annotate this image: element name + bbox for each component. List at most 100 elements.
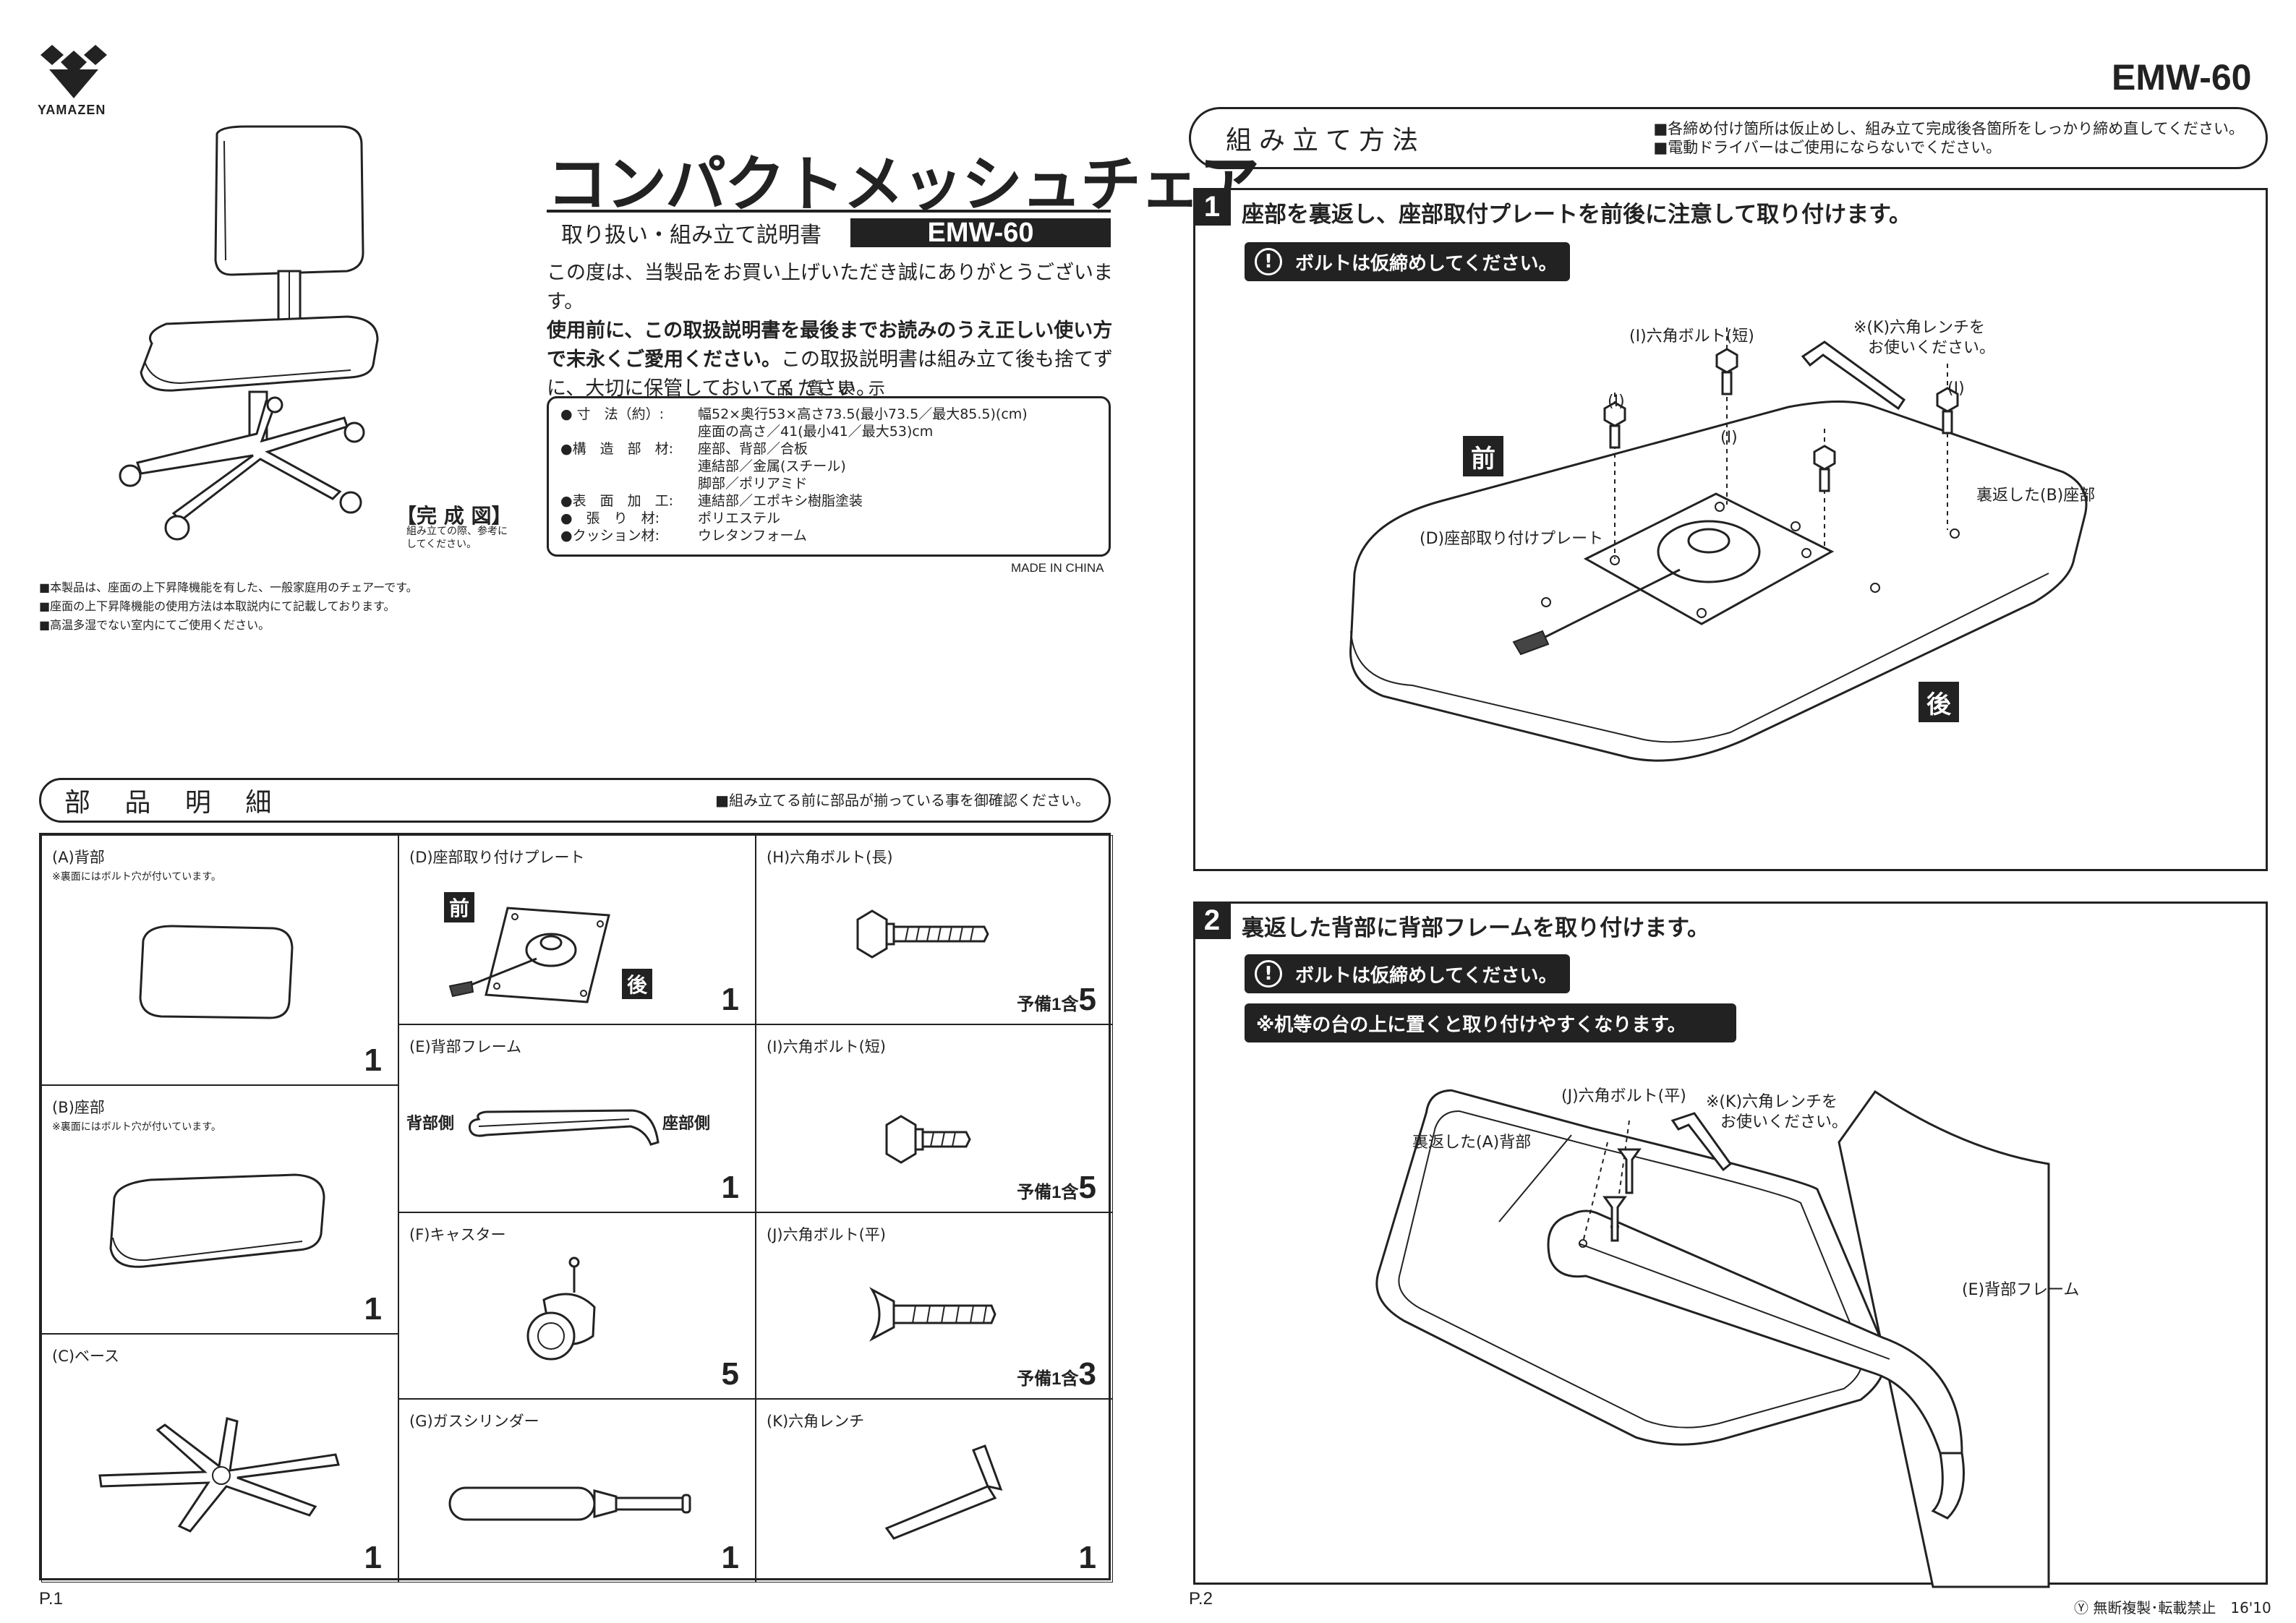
step-1-warning: ! ボルトは仮締めしてください。 — [1245, 242, 1570, 281]
quality-key — [560, 423, 698, 440]
part-qty: 5 — [721, 1356, 739, 1392]
base-icon — [98, 1417, 340, 1533]
step-1-plate-label: (D)座部取り付けプレート — [1420, 530, 1604, 548]
back-mark: 後 — [622, 969, 652, 999]
part-c-cell: (C)ベース 1 — [41, 1334, 398, 1583]
completed-chair-illustration — [119, 125, 379, 541]
assembly-title: 組み立て方法 — [1226, 126, 1426, 155]
flat-hex-bolt-icon — [869, 1287, 997, 1342]
part-name: (F)キャスター — [409, 1226, 506, 1243]
assembly-note-1: ■各締め付け箇所は仮止めし、組み立て完成後各箇所をしっかり締め直してください。 — [1653, 120, 2244, 137]
step-1-bolt-label: (I)六角ボルト(短) — [1629, 327, 1754, 346]
yamazen-logo-icon — [40, 45, 107, 98]
part-name: (H)六角ボルト(長) — [767, 849, 893, 866]
warning-icon: ! — [1255, 248, 1282, 275]
product-title: コンパクトメッシュチェア — [547, 149, 1260, 220]
step-2-wrench-label-2: お使いください。 — [1720, 1113, 1848, 1131]
front-mark: 前 — [444, 892, 474, 922]
step-1-bolts — [1603, 341, 1959, 492]
part-note: ※裏面にはボルト穴が付いています。 — [52, 871, 221, 883]
warning-icon: ! — [1255, 960, 1282, 988]
quality-value: 座部、背部／合板 — [698, 441, 808, 457]
step-2-text: 裏返した背部に背部フレームを取り付けます。 — [1242, 915, 1710, 941]
quality-value: ポリエステル — [698, 510, 781, 526]
made-in: MADE IN CHINA — [1011, 561, 1104, 575]
part-name: (D)座部取り付けプレート — [409, 849, 585, 866]
seat-icon — [109, 1173, 325, 1268]
quality-row: ● 張 り 材: ポリエステル — [560, 510, 1097, 527]
part-name: (G)ガスシリンダー — [409, 1413, 539, 1430]
assembly-note-2: ■電動ドライバーはご使用にならないでください。 — [1653, 139, 2002, 156]
step-2-box: 2 裏返した背部に背部フレームを取り付けます。 ! ボルトは仮締めしてください。… — [1193, 902, 2268, 1588]
step-2-back-illustration — [1375, 1089, 2050, 1588]
part-e-cell: (E)背部フレーム 背部側 座部側 1 — [398, 1024, 756, 1212]
part-name: (K)六角レンチ — [767, 1413, 865, 1430]
copyright: Ⓨ 無断複製･転載禁止 16'10 — [2074, 1599, 2271, 1616]
quality-row: ●クッション材:ウレタンフォーム — [560, 527, 1097, 544]
complete-label: 【完 成 図】 — [396, 504, 512, 528]
part-k-cell: (K)六角レンチ 1 — [756, 1399, 1113, 1583]
quality-value: 幅52×奥行53×高さ73.5(最小73.5／最大85.5)(cm) — [698, 406, 1028, 422]
product-subtitle: 取り扱い・組み立て説明書 — [561, 223, 821, 248]
part-qty: 1 — [364, 1291, 382, 1327]
quality-row: ●構 造 部 材: 座部、背部／合板 — [560, 440, 1097, 458]
part-qty-value: 5 — [1078, 982, 1096, 1017]
step-1-i-label-a: (I) — [1608, 393, 1625, 411]
step-2-bolt-label: (J)六角ボルト(平) — [1561, 1087, 1686, 1105]
step-1-number: 1 — [1193, 188, 1231, 226]
subtitle-model: EMW-60 — [850, 218, 1111, 248]
step-2-warning: ! ボルトは仮締めしてください。 — [1245, 954, 1570, 993]
notice-3: ■高温多湿でない室内にてご使用ください。 — [39, 618, 270, 632]
part-b-cell: (B)座部 ※裏面にはボルト穴が付いています。 1 — [41, 1085, 398, 1334]
quality-value: 連結部／エポキシ樹脂塗装 — [698, 493, 863, 509]
quality-row: ●表 面 加 工: 連結部／エポキシ樹脂塗装 — [560, 492, 1097, 510]
parts-note: ■組み立てる前に部品が揃っている事を御確認ください。 — [715, 792, 1090, 809]
assembly-header: 組み立て方法 ■各締め付け箇所は仮止めし、組み立て完成後各箇所をしっかり締め直し… — [1189, 107, 2268, 169]
warning-text: ボルトは仮締めしてください。 — [1295, 964, 1558, 987]
assembly-notes: ■各締め付け箇所は仮止めし、組み立て完成後各箇所をしっかり締め直してください。 … — [1653, 119, 2244, 157]
parts-header: 部 品 明 細 ■組み立てる前に部品が揃っている事を御確認ください。 — [39, 778, 1111, 823]
quality-key: ● 張 り 材: — [560, 510, 660, 526]
step-1-box: 1 座部を裏返し、座部取付プレートを前後に注意して取り付けます。 ! ボルトは仮… — [1193, 188, 2268, 871]
intro-text: この度は、当製品をお買い上げいただき誠にありがとうございます。 使用前に、この取… — [547, 259, 1125, 403]
part-g-cell: (G)ガスシリンダー 1 — [398, 1399, 756, 1583]
quality-value: 脚部／ポリアミド — [698, 476, 808, 492]
quality-key: ●表 面 加 工: — [560, 493, 673, 509]
quality-key: ●構 造 部 材: — [560, 441, 673, 457]
step-1-i-label-c: (I) — [1720, 429, 1738, 447]
part-qty: 予備1含5 — [1017, 1170, 1096, 1206]
part-name: (I)六角ボルト(短) — [767, 1038, 886, 1055]
quality-rows: ● 寸 法（約）: 幅52×奥行53×高さ73.5(最小73.5／最大85.5)(… — [560, 406, 1097, 544]
part-note: ※裏面にはボルト穴が付いています。 — [52, 1121, 221, 1133]
part-qty-prefix: 予備1含 — [1017, 1369, 1079, 1389]
hex-wrench-icon — [884, 1444, 1003, 1540]
quality-key: ● 寸 法（約）: — [560, 406, 665, 422]
step-2-wrench-label-1: ※(K)六角レンチを — [1706, 1093, 1838, 1111]
part-qty: 1 — [364, 1042, 382, 1078]
step-1-wrench-label-1: ※(K)六角レンチを — [1853, 319, 1986, 337]
page-number-1: P.1 — [39, 1589, 63, 1609]
parts-grid: (A)背部 ※裏面にはボルト穴が付いています。 1 (B)座部 ※裏面にはボルト… — [39, 833, 1113, 1583]
intro-1: この度は、当製品をお買い上げいただき誠にありがとうございます。 — [547, 262, 1113, 313]
warning-text: ボルトは仮締めしてください。 — [1295, 252, 1558, 275]
title-underline — [547, 210, 1111, 213]
model-code: EMW-60 — [2112, 57, 2252, 98]
backrest-icon — [139, 925, 294, 1019]
part-qty: 予備1含5 — [1017, 982, 1096, 1018]
frame-left-label: 背部側 — [406, 1115, 455, 1133]
quality-table: ● 寸 法（約）: 幅52×奥行53×高さ73.5(最小73.5／最大85.5)(… — [547, 396, 1111, 557]
step-1-i-label-b: (I) — [1947, 380, 1965, 398]
quality-value: 座面の高さ／41(最小41／最大53)cm — [698, 424, 934, 440]
part-d-cell: (D)座部取り付けプレート 前 後 1 — [398, 835, 756, 1024]
quality-value: ウレタンフォーム — [698, 528, 807, 544]
part-i-cell: (I)六角ボルト(短) 予備1含5 — [756, 1024, 1113, 1212]
part-qty: 予備1含3 — [1017, 1356, 1096, 1392]
part-qty: 1 — [1078, 1540, 1096, 1575]
step-1-front-mark: 前 — [1463, 436, 1503, 476]
subtitle-bar: 取り扱い・組み立て説明書 EMW-60 — [547, 217, 1111, 249]
hex-bolt-long-icon — [856, 909, 989, 959]
part-qty-prefix: 予備1含 — [1017, 995, 1079, 1014]
part-a-cell: (A)背部 ※裏面にはボルト穴が付いています。 1 — [41, 835, 398, 1085]
tip-text: ※机等の台の上に置くと取り付けやすくなります。 — [1256, 1014, 1686, 1036]
frame-right-label: 座部側 — [662, 1115, 711, 1133]
